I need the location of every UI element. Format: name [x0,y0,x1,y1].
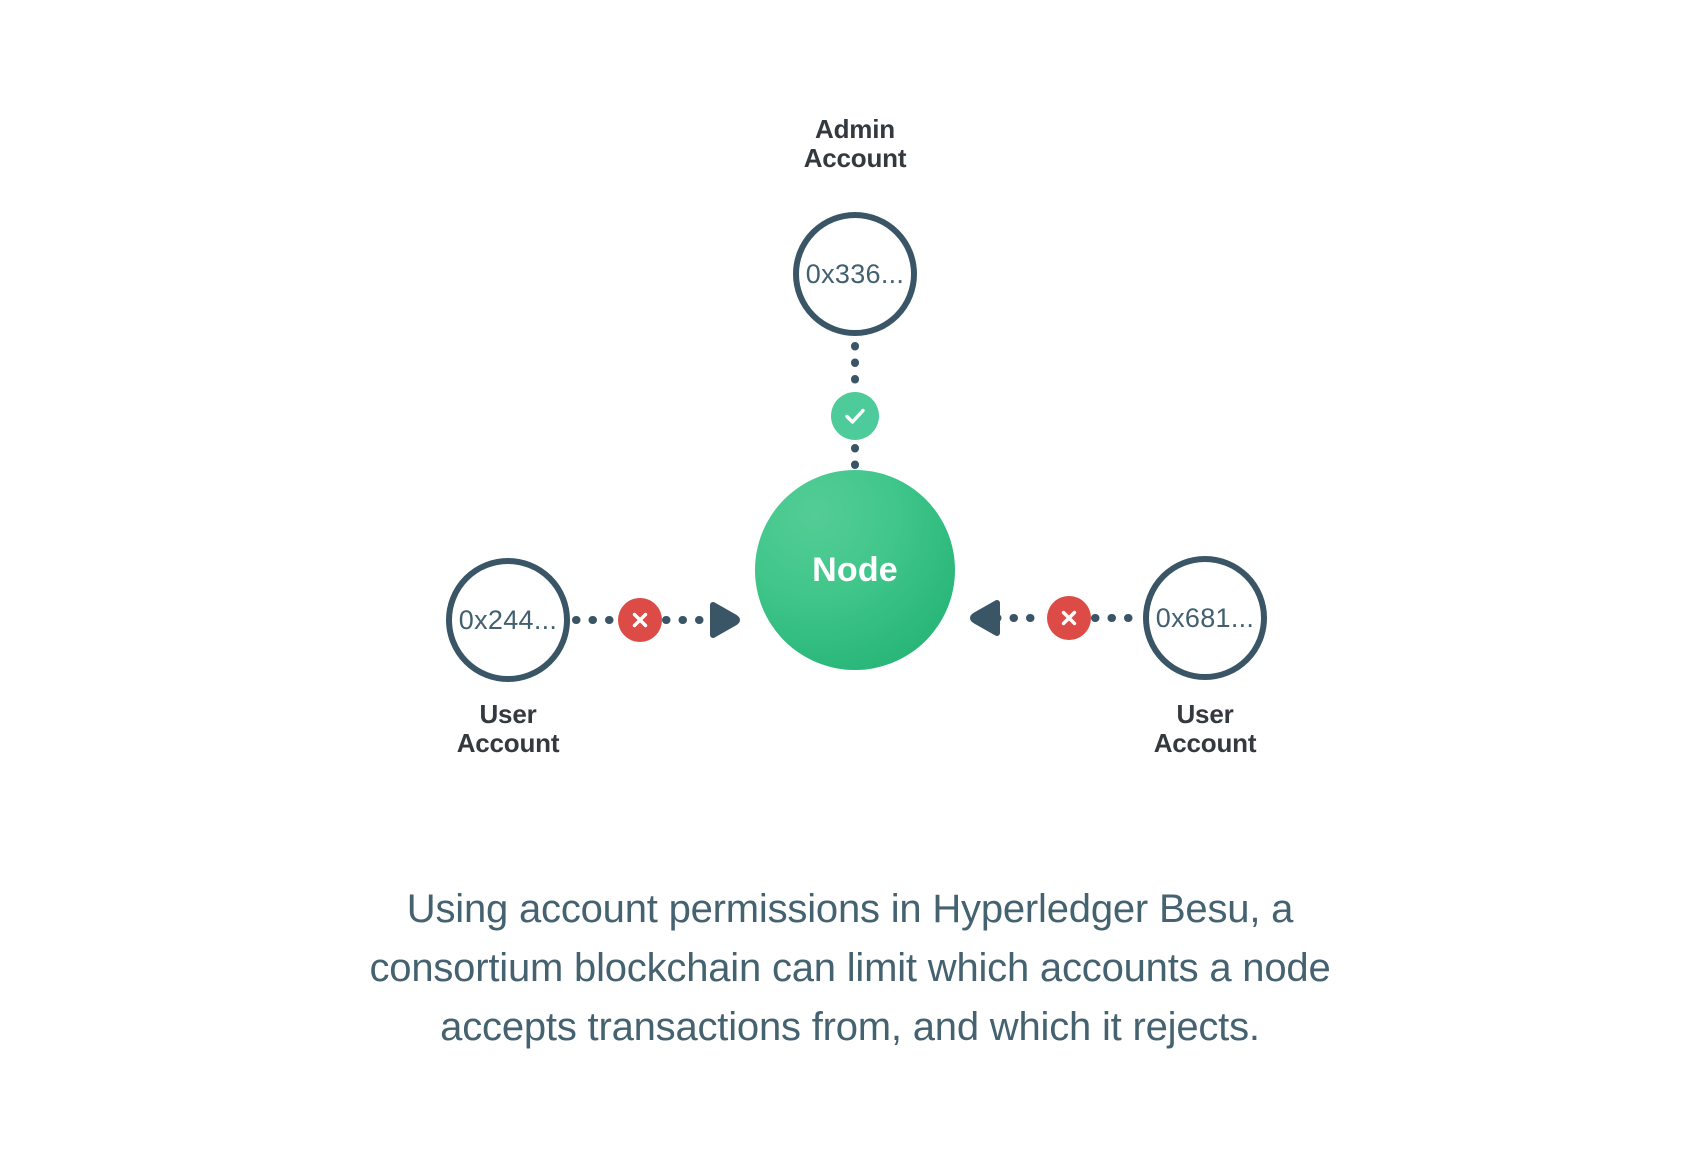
admin-account-address: 0x336... [805,258,905,289]
node-circle[interactable]: Node [755,470,955,670]
connector-admin-to-check [851,342,859,390]
user-right-account-label: User Account [1153,699,1257,759]
arrowhead-right-into-node [710,602,740,638]
x-icon [1061,610,1077,626]
deny-status-badge-right[interactable] [1047,596,1091,640]
connector-user-left-to-deny [572,616,622,624]
x-icon [632,612,648,628]
caption-line-3: accepts transactions from, and which it … [440,1004,1260,1049]
user-left-account-circle[interactable]: 0x244... [446,558,570,682]
user-right-account-circle[interactable]: 0x681... [1143,556,1267,680]
allow-status-badge[interactable] [831,392,879,440]
connector-user-right-to-deny [1091,614,1141,622]
admin-account-circle[interactable]: 0x336... [793,212,917,336]
user-left-account-address: 0x244... [458,604,558,635]
caption-line-1: Using account permissions in Hyperledger… [406,887,1294,931]
user-right-account-address: 0x681... [1155,602,1255,633]
deny-status-badge-left[interactable] [618,598,662,642]
node-label: Node [812,550,898,589]
check-icon [845,408,865,424]
caption: Using account permissions in Hyperledger… [0,880,1700,1056]
user-left-account-label: User Account [456,699,560,759]
caption-line-2: consortium blockchain can limit which ac… [369,945,1331,990]
admin-account-label: Admin Account [803,114,907,174]
arrowhead-left-into-node [970,600,1000,636]
